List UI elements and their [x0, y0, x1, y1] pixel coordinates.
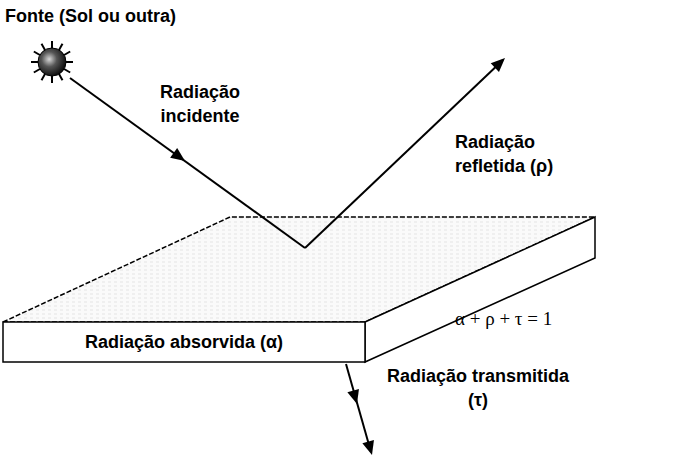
- sun-symbol: [38, 48, 66, 76]
- equation-label: α + ρ + τ = 1: [455, 306, 605, 332]
- ray-label: Radiação transmitida (τ): [378, 364, 578, 413]
- sun-symbol: [31, 41, 73, 83]
- slab-front-box: Radiação absorvida (α): [3, 322, 365, 362]
- slab-side-face: [365, 217, 595, 362]
- ray-label: Radiação incidente: [140, 80, 260, 129]
- source-label: Fonte (Sol ou outra): [5, 4, 245, 28]
- slab-front-face: [3, 322, 365, 362]
- node-text: Radiação absorvida (α): [85, 332, 283, 353]
- ray-lines: [70, 60, 503, 452]
- ray-label: Radiação refletida (ρ): [455, 130, 595, 179]
